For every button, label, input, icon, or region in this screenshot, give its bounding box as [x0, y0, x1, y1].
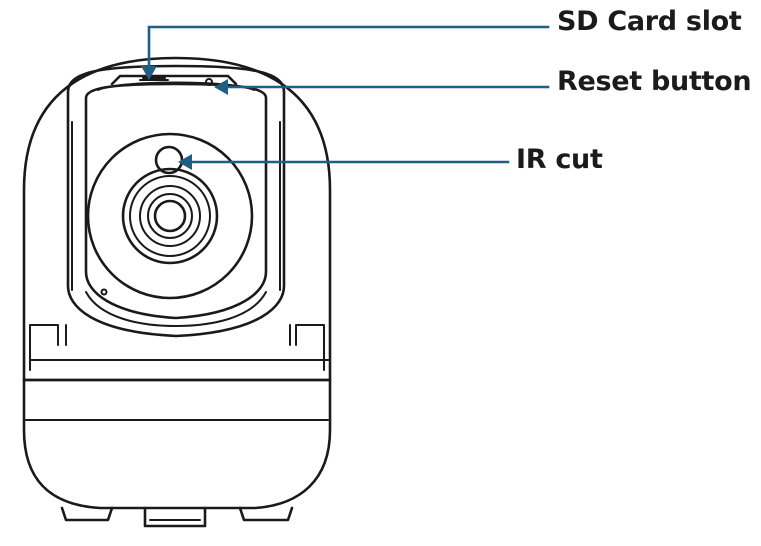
callout-reset-button — [214, 79, 550, 95]
camera-shell — [22, 56, 332, 382]
callout-sd-card-slot — [141, 25, 550, 80]
camera-base — [22, 378, 332, 510]
camera-side-panels — [29, 324, 331, 371]
callout-ir-cut — [178, 154, 510, 170]
microphone-hole — [100, 288, 108, 296]
camera-top-cap — [110, 74, 238, 86]
camera-lens — [86, 132, 254, 300]
sd-card-slot-label: SD Card slot — [557, 6, 742, 37]
ir-cut-label: IR cut — [516, 144, 603, 175]
reset-button-label: Reset button — [557, 66, 752, 97]
camera-base-feet — [60, 506, 294, 528]
camera-head — [66, 64, 286, 338]
